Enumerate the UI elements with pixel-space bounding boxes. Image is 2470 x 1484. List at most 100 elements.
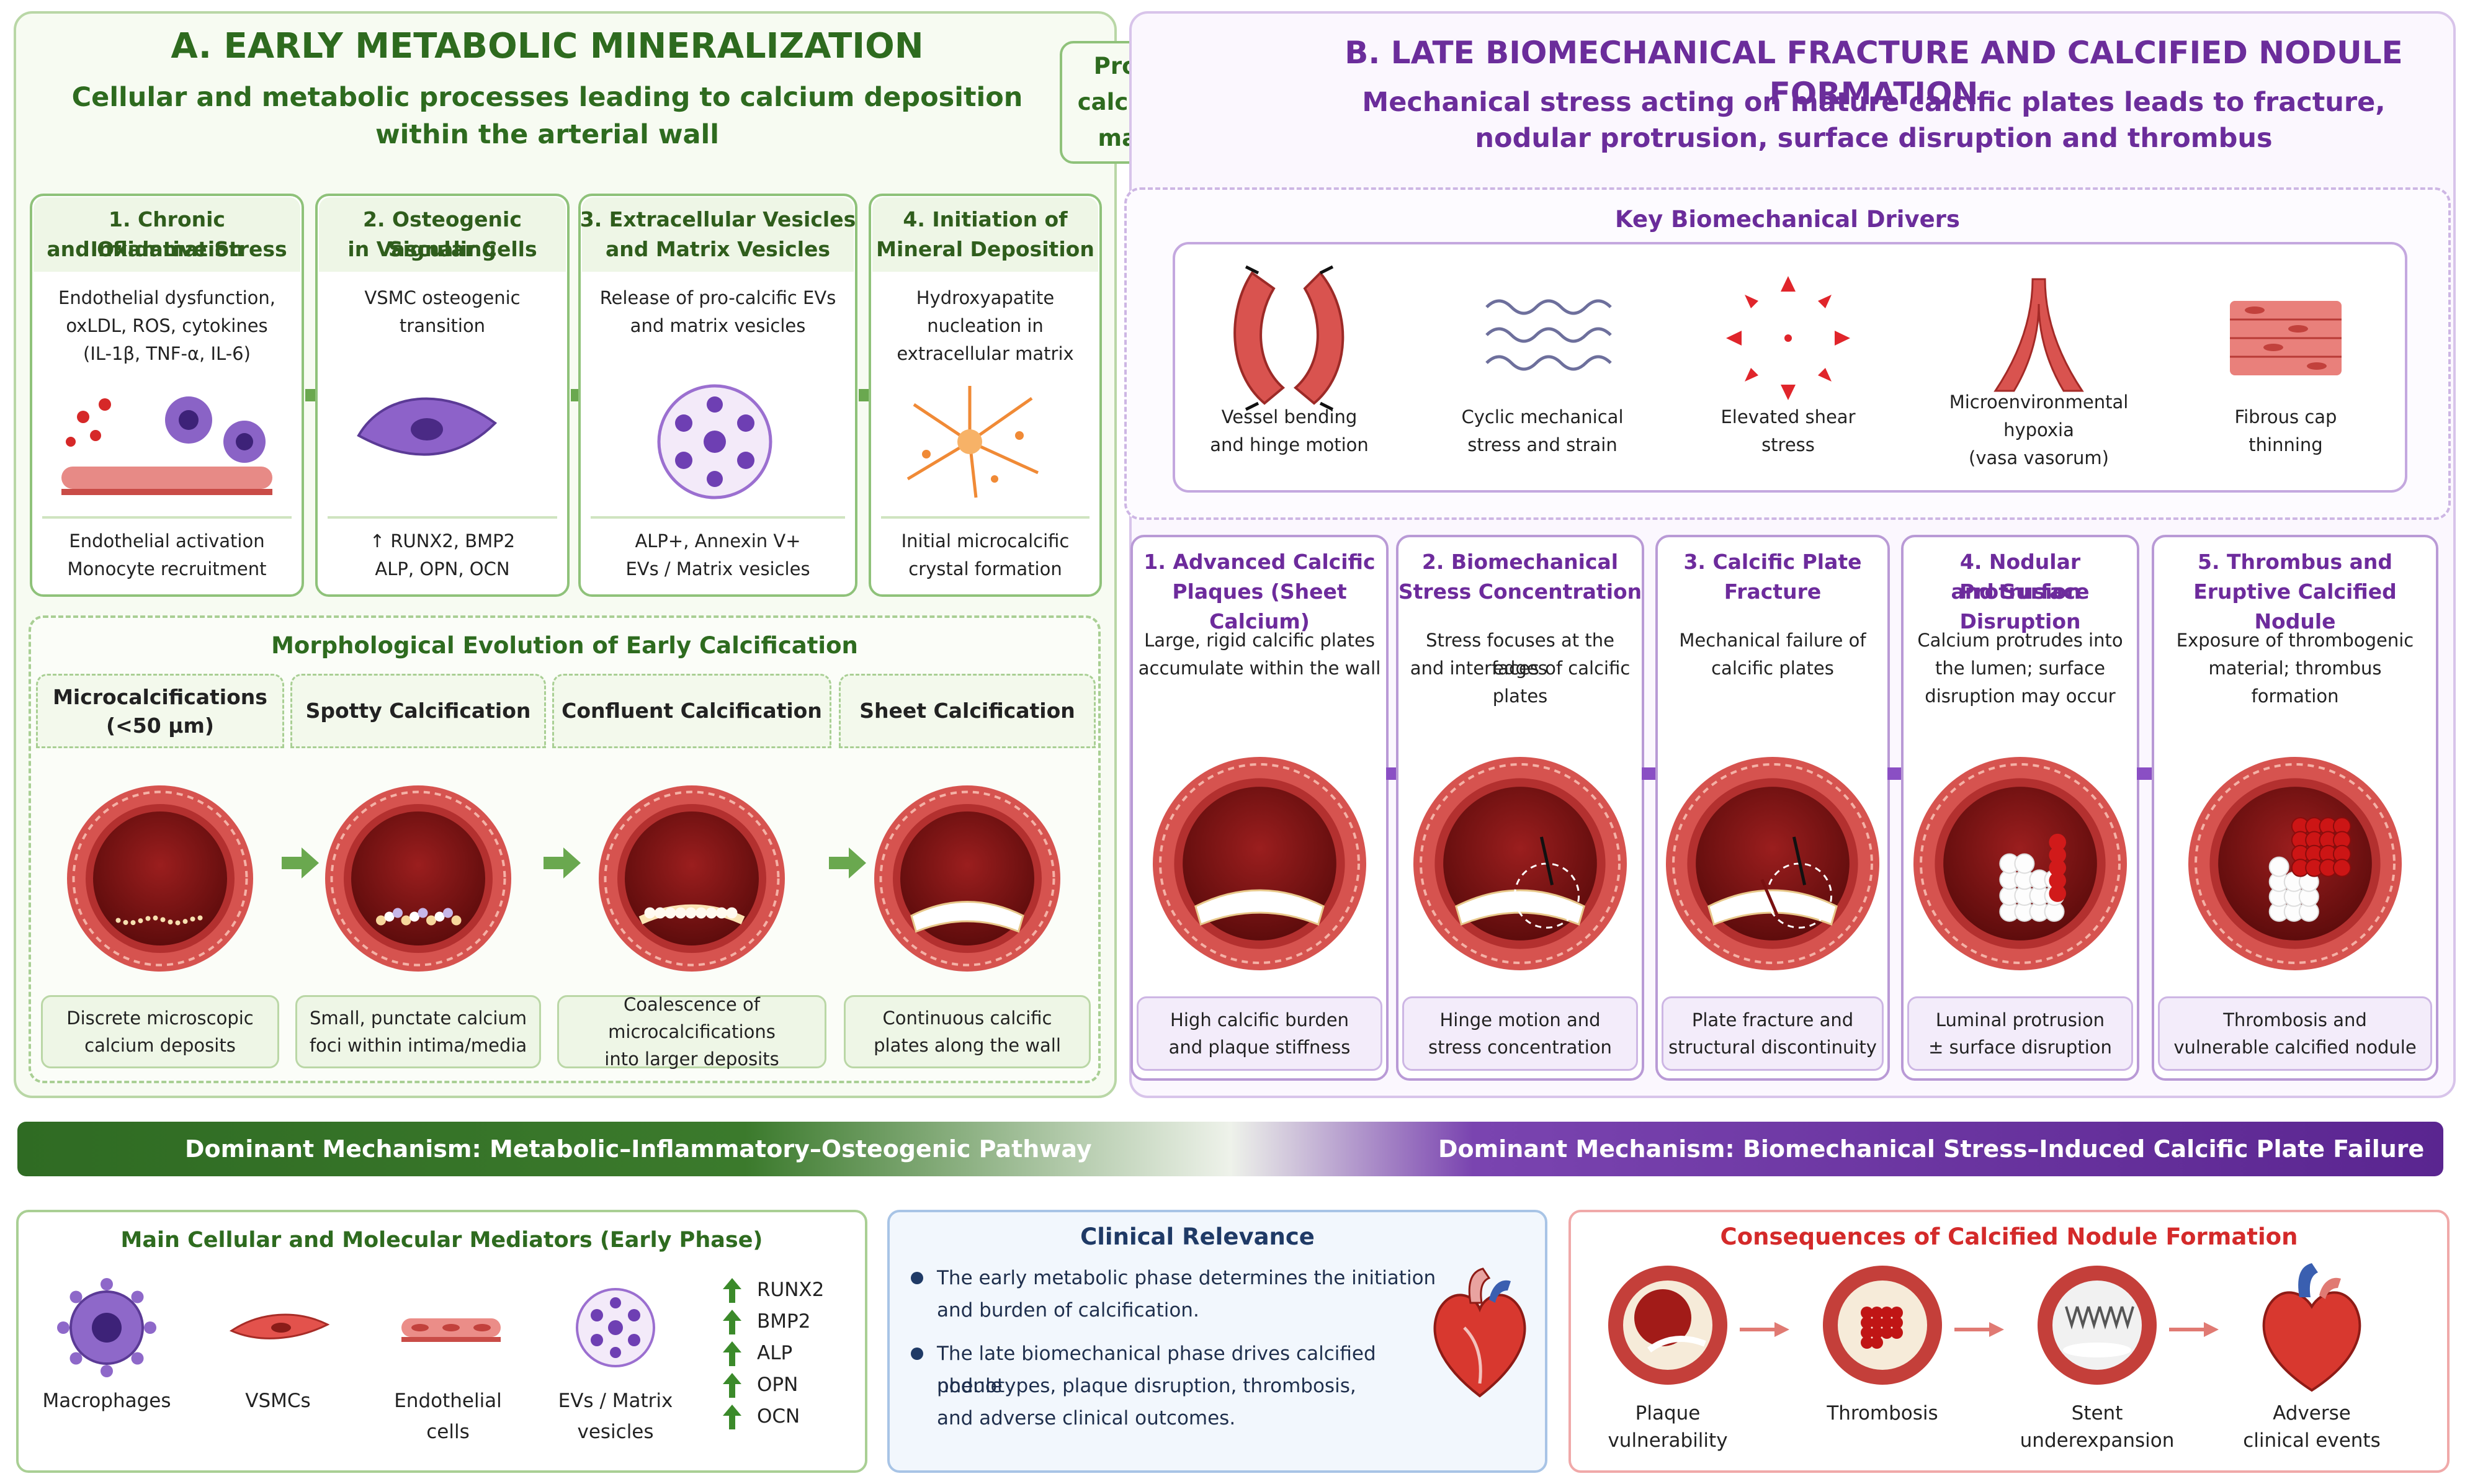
stage-title-line1: 2. Biomechanical — [1421, 550, 1619, 574]
bullet-dot — [911, 1272, 923, 1284]
panel-a-title: A. EARLY METABOLIC MINERALIZATION — [171, 26, 924, 66]
stage-title-line1: 3. Calcific Plate — [1683, 550, 1862, 574]
heart-events-icon — [2262, 1263, 2361, 1392]
step-title-line2: Mineral Deposition — [876, 237, 1094, 261]
marker-label: OPN — [757, 1374, 799, 1396]
morph-header — [552, 674, 831, 748]
clinical-point-2-line3: and adverse clinical outcomes. — [937, 1407, 1236, 1429]
consequence-label-line1: Plaque — [1635, 1402, 1701, 1424]
consequence-label-line1: Stent — [2071, 1402, 2123, 1424]
step-body-line2: transition — [399, 315, 486, 336]
stage-title-line2: and Surface Disruption — [1951, 579, 2090, 633]
up-arrow-icon — [723, 1341, 741, 1366]
step-title-line2: and Oxidative Stress — [47, 237, 287, 261]
step-footer-line2: EVs / Matrix vesicles — [625, 558, 810, 579]
morph-footer-line2: foci within intima/media — [309, 1035, 527, 1056]
step-body-line1: Endothelial dysfunction, — [58, 287, 275, 308]
up-arrow-icon — [723, 1310, 741, 1334]
stage-footer-line2: structural discontinuity — [1668, 1037, 1877, 1058]
step-footer-line1: Initial microcalcific — [901, 530, 1070, 552]
morph-header — [839, 674, 1096, 748]
driver-label-line2: thinning — [2249, 434, 2323, 455]
stage-title-line2: Stress Concentration — [1398, 579, 1642, 604]
step-illustration-icon — [906, 386, 1039, 498]
stage-body-line2: and interfaces of calcific — [1410, 658, 1631, 679]
stage-title-line2: Plaques (Sheet Calcium) — [1172, 579, 1347, 633]
vessel-cross-section-icon — [599, 785, 785, 972]
consequences-title: Consequences of Calcified Nodule Formati… — [1720, 1223, 2298, 1250]
vessel-cross-section-icon — [874, 785, 1060, 972]
stage-footer-line2: vulnerable calcified nodule — [2173, 1037, 2417, 1058]
driver-label-line2: and hinge motion — [1210, 434, 1369, 455]
vessel-cross-section-icon — [325, 785, 511, 972]
step-body-line2: and matrix vesicles — [630, 315, 806, 336]
stage-body-line2: accumulate within the wall — [1138, 658, 1381, 679]
stage-body-line1: Mechanical failure of — [1679, 630, 1866, 651]
consequence-label-line1: Adverse — [2273, 1402, 2351, 1424]
marker-label: OCN — [757, 1405, 800, 1428]
step-footer-line1: Endothelial activation — [69, 530, 265, 552]
stage-title-line1: 5. Thrombus and — [2198, 550, 2392, 574]
mediators-title: Main Cellular and Molecular Mediators (E… — [120, 1228, 763, 1253]
driver-label-line3: (vasa vasorum) — [1969, 447, 2109, 468]
mediator-label-line1: EVs / Matrix — [558, 1390, 673, 1412]
step-footer-line2: crystal formation — [908, 558, 1062, 579]
step-divider — [328, 516, 557, 519]
stage-footer-line2: and plaque stiffness — [1168, 1037, 1351, 1058]
marker-label: BMP2 — [757, 1310, 811, 1333]
clinical-title: Clinical Relevance — [1080, 1223, 1315, 1250]
morph-footer-line2: calcium deposits — [84, 1035, 236, 1056]
marker-label: RUNX2 — [757, 1279, 825, 1301]
stage-footer: Luminal protrusion± surface disruption — [1907, 996, 2133, 1071]
vessel-bending-icon — [1233, 265, 1345, 411]
driver-label-line1: Microenvironmental — [1949, 391, 2129, 413]
clinical-point-2-line1: The late biomechanical phase drives calc… — [937, 1343, 1376, 1397]
consequence-label-line1: Thrombosis — [1827, 1402, 1938, 1424]
up-arrow-icon — [723, 1278, 741, 1303]
morph-title-line1: Confluent Calcification — [562, 699, 822, 723]
step-body-line2: oxLDL, ROS, cytokines — [66, 315, 268, 336]
step-body-line3: (IL-1β, TNF-α, IL-6) — [83, 343, 251, 364]
panel-b-subtitle-line2: nodular protrusion, surface disruption a… — [1475, 123, 2273, 154]
morph-arrow-icon — [544, 847, 581, 878]
shear-arrows-icon — [1726, 276, 1850, 400]
stage-footer-line2: stress concentration — [1428, 1037, 1612, 1058]
panel-a-subtitle-line2: within the arterial wall — [375, 119, 720, 150]
clinical-point-1-line2: and burden of calcification. — [937, 1299, 1199, 1321]
clinical-point-1-line1: The early metabolic phase determines the… — [937, 1267, 1436, 1289]
step-illustration-icon — [657, 384, 772, 499]
step-body-line3: extracellular matrix — [897, 343, 1074, 364]
step-footer-line2: ALP, OPN, OCN — [375, 558, 510, 579]
stage-body-line1: Stress focuses at the edges — [1426, 630, 1614, 679]
morph-footer-line1: Coalescence of microcalcifications — [608, 994, 776, 1042]
morph-footer-line2: plates along the wall — [874, 1035, 1061, 1056]
driver-label-line1: Elevated shear — [1720, 406, 1856, 427]
consequence-label-line2: underexpansion — [2020, 1429, 2175, 1452]
morph-header — [36, 674, 284, 748]
morph-title-line1: Spotty Calcification — [305, 699, 531, 723]
plaque-vulnerability-icon — [1608, 1266, 1727, 1385]
vasa-vasorum-icon — [1993, 278, 2084, 392]
step-divider — [591, 516, 845, 519]
stage-title-line2: Fracture — [1724, 579, 1822, 604]
driver-label-line2: hypoxia — [2003, 419, 2074, 440]
clinical-box — [887, 1210, 1547, 1473]
morph-title-line2: (<50 µm) — [106, 713, 214, 738]
stage-body-line2: the lumen; surface — [1935, 658, 2105, 679]
step-illustration-icon — [357, 397, 498, 456]
driver-label-line2: stress and strain — [1467, 434, 1618, 455]
endothelial-cell-icon — [401, 1318, 501, 1342]
vessel-cross-section-icon — [1913, 757, 2127, 970]
consequence-arrow-icon — [2169, 1322, 2219, 1337]
step-body-line1: VSMC osteogenic — [364, 287, 521, 308]
step-title-line1: 1. Chronic Inflammation — [90, 207, 244, 261]
stage-body-line2: material; thrombus — [2208, 658, 2382, 679]
step-footer-line1: ↑ RUNX2, BMP2 — [369, 530, 516, 552]
